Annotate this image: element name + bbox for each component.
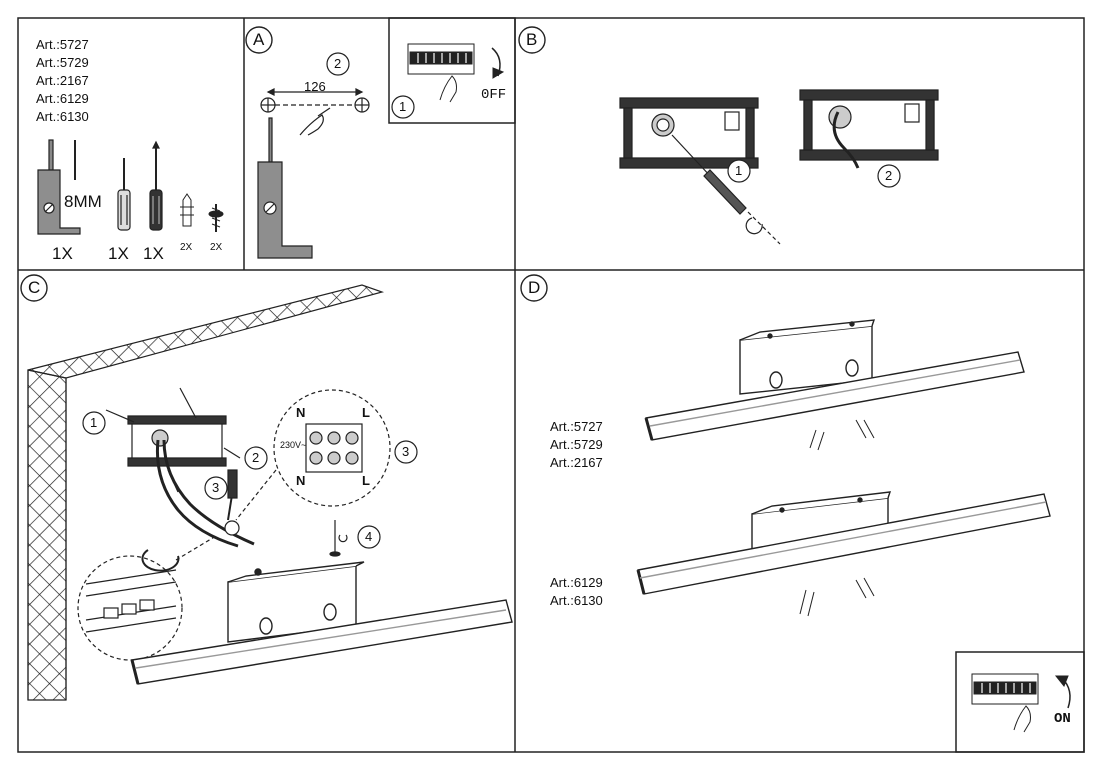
article-number: Art.:5727 bbox=[36, 37, 89, 52]
article-number: Art.:6130 bbox=[36, 109, 89, 124]
panel-c-lamp bbox=[130, 561, 513, 685]
screw-qty: 2X bbox=[210, 242, 223, 253]
panel-c-junction-box bbox=[82, 387, 268, 548]
step-number: 2 bbox=[252, 450, 260, 465]
panel-c-step4-screw bbox=[329, 520, 381, 557]
article-group-1: Art.:5727 Art.:5729 Art.:2167 bbox=[550, 418, 603, 472]
article-number: Art.:6130 bbox=[550, 593, 603, 608]
panel-c-ceiling-wall bbox=[27, 284, 385, 701]
panel-d-lamp-1 bbox=[644, 319, 1025, 451]
screwdriver-phillips-qty: 1X bbox=[143, 244, 164, 263]
terminal-n-bottom: N bbox=[296, 473, 306, 488]
breaker-switch-off bbox=[407, 43, 505, 103]
panel-c-terminal-zoom bbox=[235, 389, 418, 521]
article-group-2: Art.:6129 Art.:6130 bbox=[550, 574, 603, 610]
switch-state-off: 0FF bbox=[481, 87, 507, 103]
panel-a-drawing bbox=[257, 52, 415, 259]
step-number: 1 bbox=[399, 99, 407, 114]
breaker-switch-on bbox=[971, 673, 1071, 733]
switch-state-on: ON bbox=[1054, 711, 1071, 727]
screwdriver-flat-part bbox=[117, 158, 131, 231]
panel-letter-circles bbox=[20, 26, 548, 302]
article-number: Art.:5727 bbox=[550, 419, 603, 434]
panel-b-screwdriver bbox=[671, 134, 781, 245]
step-number: 3 bbox=[212, 480, 220, 495]
screwdriver-phillips-part bbox=[149, 140, 163, 231]
step-number: 1 bbox=[735, 163, 743, 178]
article-number: Art.:2167 bbox=[36, 73, 89, 88]
bracket-part bbox=[37, 139, 81, 235]
panel-label-c: C bbox=[28, 278, 41, 297]
wall-plug-part bbox=[180, 193, 194, 227]
panel-frames bbox=[17, 17, 1085, 753]
step-number: 2 bbox=[334, 56, 342, 71]
panel-d-lamp-2 bbox=[636, 491, 1051, 617]
terminal-n-top: N bbox=[296, 405, 306, 420]
step-number: 2 bbox=[885, 168, 893, 183]
article-number: Art.:6129 bbox=[36, 91, 89, 106]
panel-label-b: B bbox=[526, 30, 538, 49]
panel-c-tool bbox=[224, 469, 240, 536]
panel-b-junction-box-2 bbox=[799, 89, 939, 188]
step-number: 1 bbox=[90, 415, 98, 430]
panel-c-wire-zoom bbox=[77, 535, 217, 661]
terminal-l-bottom: L bbox=[362, 473, 370, 488]
panel-label-d: D bbox=[528, 278, 541, 297]
panel-label-a: A bbox=[253, 30, 265, 49]
voltage-label: 230V~ bbox=[280, 440, 307, 450]
step-number: 3 bbox=[402, 444, 410, 459]
article-number: Art.:5729 bbox=[36, 55, 89, 70]
terminal-l-top: L bbox=[362, 405, 370, 420]
panel-b-junction-box-1 bbox=[619, 97, 759, 169]
bracket-qty: 1X bbox=[52, 244, 73, 263]
dimension-label: 126 bbox=[304, 79, 326, 94]
screw-part bbox=[208, 204, 224, 232]
screwdriver-flat-qty: 1X bbox=[108, 244, 129, 263]
article-number: Art.:6129 bbox=[550, 575, 603, 590]
wall-plug-qty: 2X bbox=[180, 242, 193, 253]
article-list: Art.:5727 Art.:5729 Art.:2167 Art.:6129 … bbox=[36, 36, 89, 126]
article-number: Art.:5729 bbox=[550, 437, 603, 452]
article-number: Art.:2167 bbox=[550, 455, 603, 470]
size-label: 8MM bbox=[64, 192, 102, 211]
step-number: 4 bbox=[365, 529, 373, 544]
